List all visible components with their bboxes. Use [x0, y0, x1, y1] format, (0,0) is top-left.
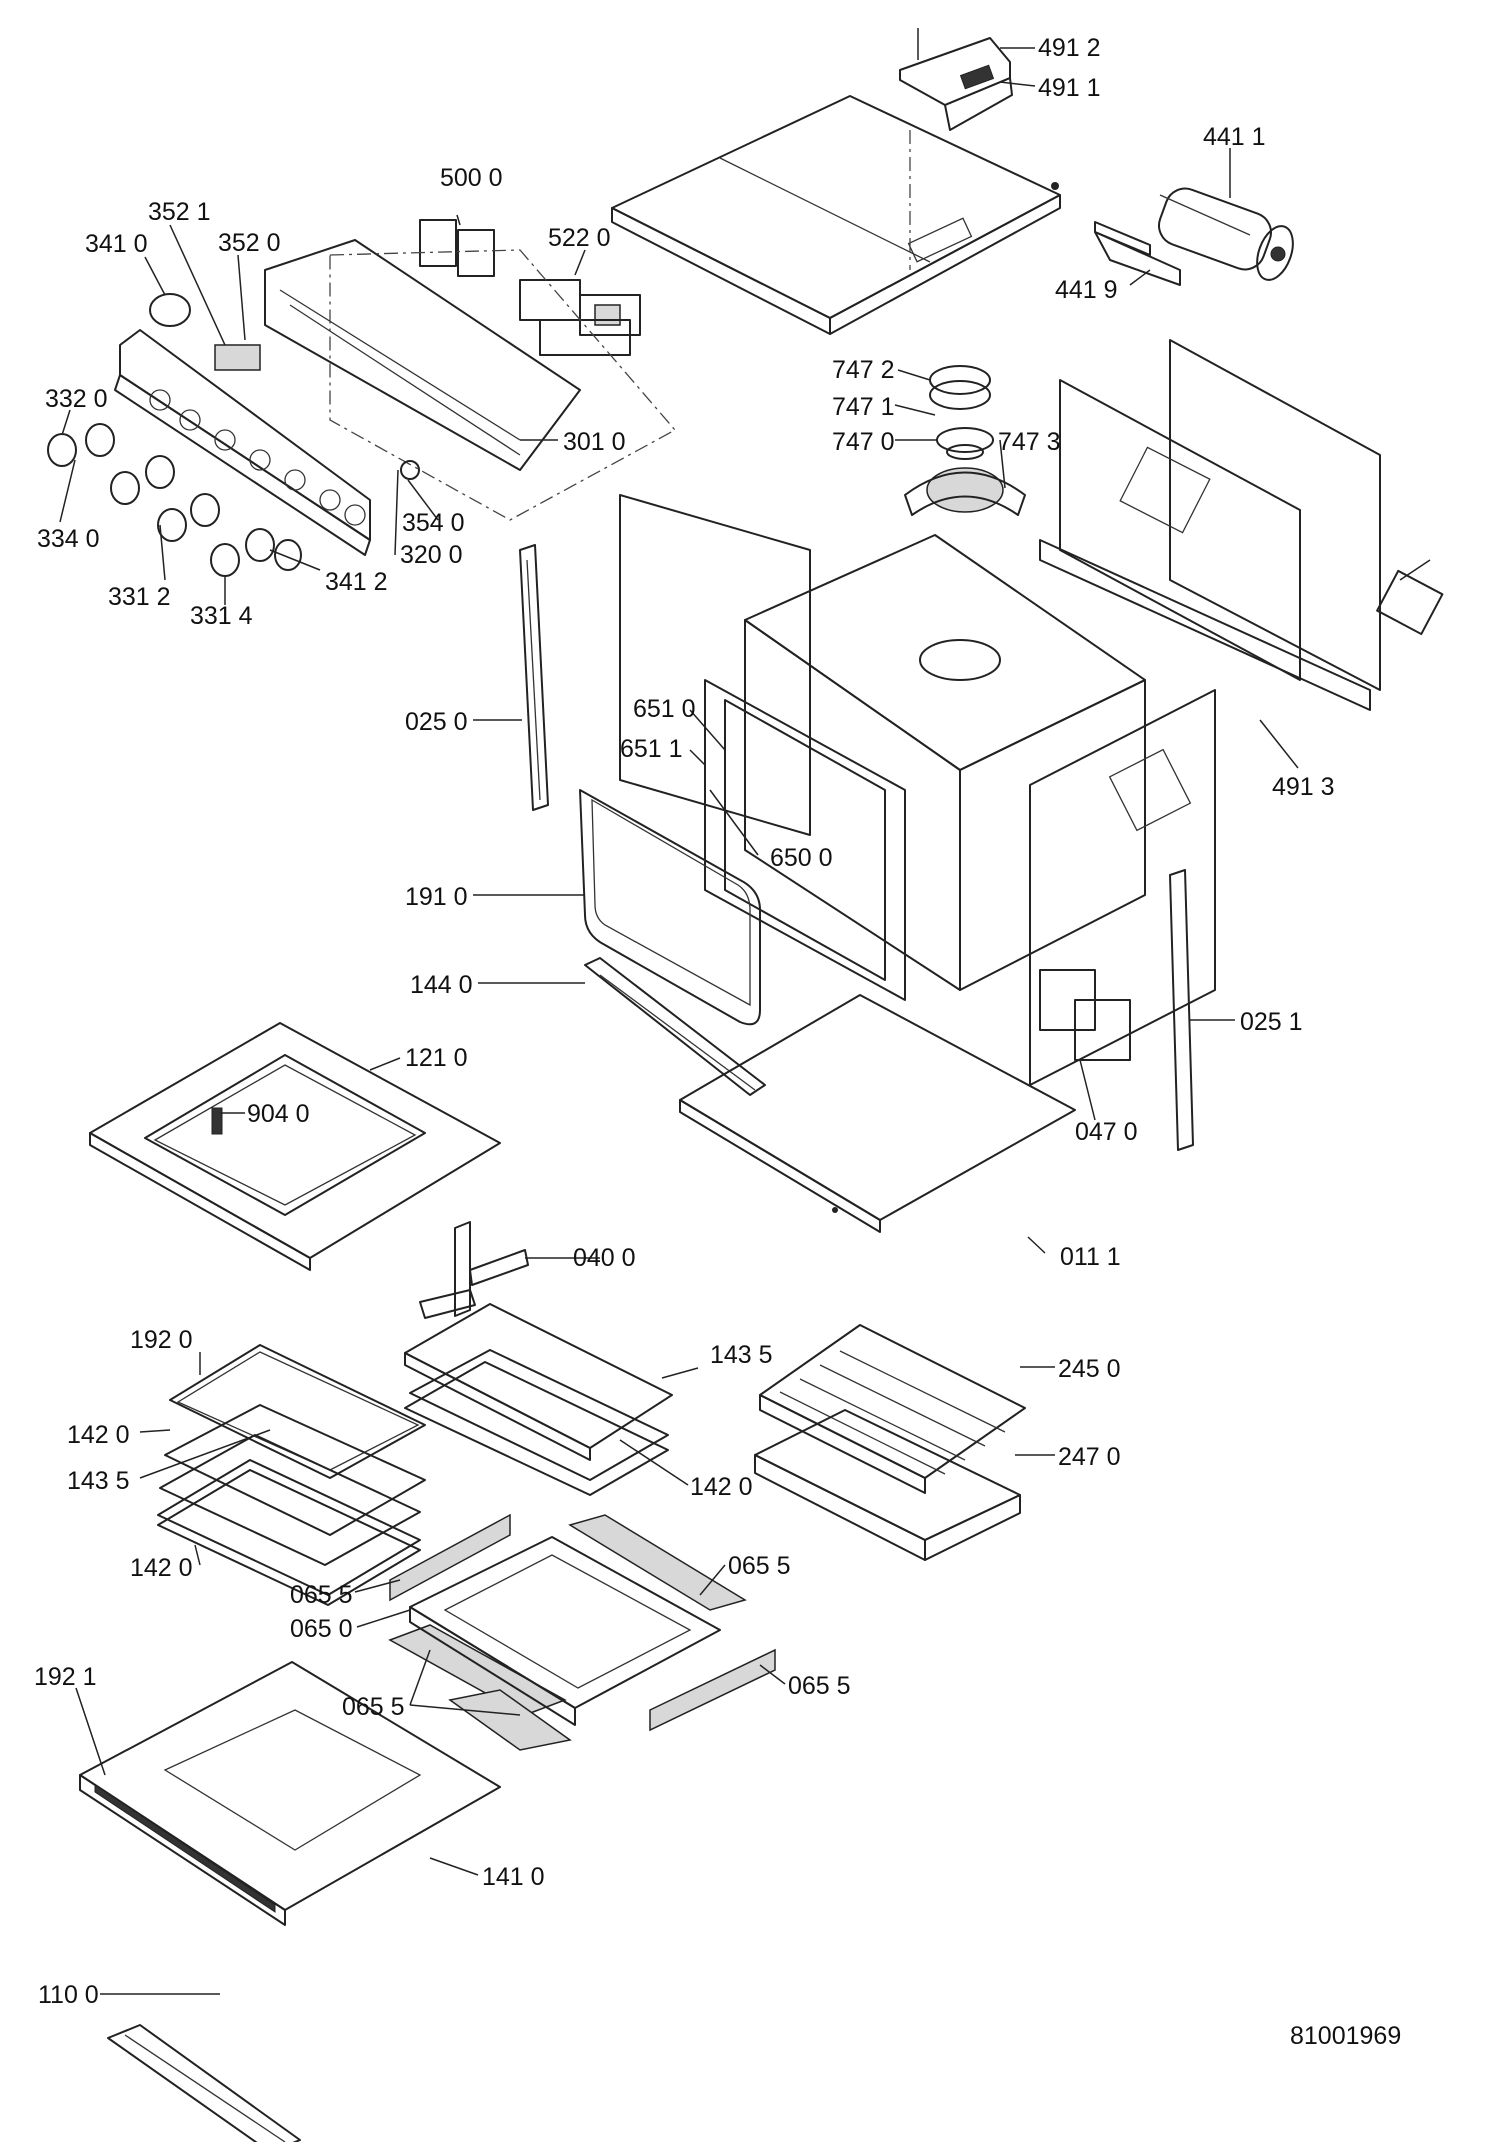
callout-334-0: 334 0: [37, 525, 100, 553]
callout-522-0: 522 0: [548, 224, 611, 252]
callout-065-5-b: 065 5: [728, 1552, 791, 1580]
callout-192-0: 192 0: [130, 1326, 193, 1354]
callout-331-4: 331 4: [190, 602, 253, 630]
part-side-panel-right: [1029, 689, 1216, 1086]
callout-650-0: 650 0: [770, 844, 833, 872]
part-bottom-rail: [107, 2024, 301, 2142]
callout-301-0: 301 0: [563, 428, 626, 456]
part-knobs: [47, 293, 420, 577]
callout-332-0: 332 0: [45, 385, 108, 413]
callout-352-1: 352 1: [148, 198, 211, 226]
part-door-seal: [579, 789, 761, 1026]
callout-143-5-top: 143 5: [710, 1341, 773, 1369]
callout-651-0: 651 0: [633, 695, 696, 723]
callout-065-5-c: 065 5: [342, 1693, 405, 1721]
leader-lines: [59, 47, 1299, 1995]
callout-352-0: 352 0: [218, 229, 281, 257]
callout-341-2: 341 2: [325, 568, 388, 596]
part-wire-rack: [759, 1324, 1026, 1494]
part-fan-motor: [1094, 187, 1294, 286]
callout-144-0: 144 0: [410, 971, 473, 999]
part-convection-fan: [904, 365, 1026, 516]
part-control-panel-fascia: [114, 329, 371, 556]
callout-320-0: 320 0: [400, 541, 463, 569]
callout-110-0: 110 0: [38, 1981, 99, 2009]
part-outer-door: [79, 1661, 501, 1926]
callout-747-2: 747 2: [832, 356, 895, 384]
part-back-panel: [1039, 339, 1444, 711]
callout-143-5-left: 143 5: [67, 1467, 130, 1495]
callout-904-0: 904 0: [247, 1100, 310, 1128]
part-door-hinge: [419, 1221, 529, 1319]
part-oven-cavity: [619, 494, 1146, 1001]
callout-025-1: 025 1: [1240, 1008, 1303, 1036]
callout-142-0-c: 142 0: [130, 1554, 193, 1582]
callout-065-5-d: 065 5: [788, 1672, 851, 1700]
part-front-frame: [89, 1022, 501, 1271]
callout-491-3: 491 3: [1272, 773, 1335, 801]
part-top-cover-panel: [611, 95, 1061, 335]
part-control-bracket: [264, 239, 677, 521]
callout-331-2: 331 2: [108, 583, 171, 611]
callout-747-3: 747 3: [998, 428, 1061, 456]
callout-011-1: 011 1: [1060, 1243, 1121, 1271]
callout-labels: 491 2 491 1 441 1 441 9 500 0 352 1 352 …: [34, 34, 1401, 2050]
callout-025-0: 025 0: [405, 708, 468, 736]
part-top-glass: [404, 1303, 673, 1496]
part-side-rail-right: [1169, 869, 1194, 1151]
callout-491-2: 491 2: [1038, 34, 1101, 62]
callout-047-0: 047 0: [1075, 1118, 1138, 1146]
callout-341-0: 341 0: [85, 230, 148, 258]
part-control-modules: [419, 219, 641, 356]
part-door-spacers: [388, 1513, 776, 1751]
callout-141-0: 141 0: [482, 1863, 545, 1891]
callout-747-1: 747 1: [832, 393, 895, 421]
part-bottom-bracket: [584, 957, 766, 1096]
part-baking-tray: [754, 1409, 1021, 1561]
callout-500-0: 500 0: [440, 164, 503, 192]
callout-065-5-a: 065 5: [290, 1581, 353, 1609]
callout-192-1: 192 1: [34, 1663, 97, 1691]
callout-491-1: 491 1: [1038, 74, 1101, 102]
callout-247-0: 247 0: [1058, 1443, 1121, 1471]
callout-441-1: 441 1: [1203, 123, 1266, 151]
callout-142-0-a: 142 0: [67, 1421, 130, 1449]
callout-040-0: 040 0: [573, 1244, 636, 1272]
callout-065-0: 065 0: [290, 1615, 353, 1643]
callout-354-0: 354 0: [402, 509, 465, 537]
callout-245-0: 245 0: [1058, 1355, 1121, 1383]
callout-441-9: 441 9: [1055, 276, 1118, 304]
part-vent-bracket-top: [899, 28, 1013, 131]
callout-142-0-b: 142 0: [690, 1473, 753, 1501]
part-side-rail-left: [519, 544, 549, 811]
part-inner-door-frame: [409, 1536, 721, 1726]
drawing-number: 81001969: [1290, 2022, 1401, 2050]
callout-191-0: 191 0: [405, 883, 468, 911]
part-inner-glass-stack: [157, 1344, 426, 1606]
callout-121-0: 121 0: [405, 1044, 468, 1072]
callout-651-1: 651 1: [620, 735, 683, 763]
part-bottom-plate: [679, 994, 1076, 1233]
callout-747-0: 747 0: [832, 428, 895, 456]
